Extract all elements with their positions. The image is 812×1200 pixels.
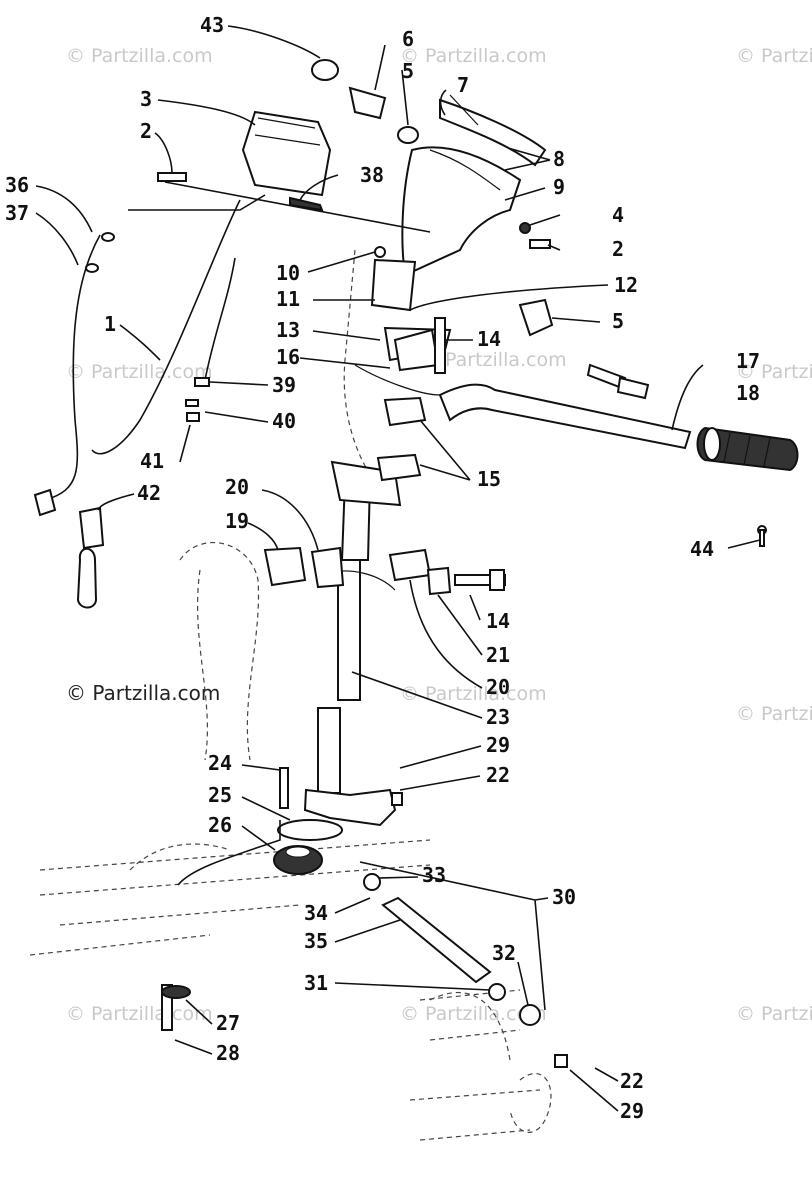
callout-20: 20 [225, 475, 249, 499]
leader-lines [35, 25, 761, 1112]
callout-32: 32 [492, 941, 516, 965]
callout-23: 23 [486, 705, 510, 729]
callout-21: 21 [486, 643, 510, 667]
callout-40: 40 [272, 409, 296, 433]
bolt-14-lower [454, 569, 506, 591]
callout-35: 35 [304, 929, 328, 953]
callout-13: 13 [276, 318, 300, 342]
steering-arm [273, 707, 397, 875]
small-hardware [157, 59, 767, 1068]
watermark-main: © Partzilla.com [66, 681, 220, 705]
callout-29: 29 [486, 733, 510, 757]
watermark: © Partzilla.com [66, 1003, 213, 1025]
watermark: © Partzilla.com [736, 361, 812, 383]
watermark: © Partzilla.com [400, 45, 547, 67]
callout-17: 17 [736, 349, 760, 373]
frame-ghost-outlines [29, 249, 552, 1141]
handlebar-grip [696, 426, 799, 472]
callout-8: 8 [553, 147, 565, 171]
watermark: © Partzilla.com [420, 349, 567, 371]
callout-30: 30 [552, 885, 576, 909]
callout-28: 28 [216, 1041, 240, 1065]
callout-15: 15 [477, 467, 501, 491]
watermark: © Partzilla.com [66, 45, 213, 67]
callout-20: 20 [486, 675, 510, 699]
callout-33: 33 [422, 863, 446, 887]
watermark: © Partzilla.com [736, 703, 812, 725]
callout-12: 12 [614, 273, 638, 297]
watermark: © Partzilla.com [400, 683, 547, 705]
callout-2: 2 [140, 119, 152, 143]
callout-37: 37 [5, 201, 29, 225]
callout-7: 7 [457, 73, 469, 97]
callout-labels: 43 6 5 7 3 2 8 36 38 9 37 4 2 10 12 11 1… [5, 13, 760, 1123]
callout-14: 14 [477, 327, 501, 351]
callout-14: 14 [486, 609, 510, 633]
callout-38: 38 [360, 163, 384, 187]
callout-19: 19 [225, 509, 249, 533]
callout-9: 9 [553, 175, 565, 199]
callout-2: 2 [612, 237, 624, 261]
watermark-layer: © Partzilla.com © Partzilla.com © Partzi… [66, 45, 812, 1025]
watermark: © Partzilla.com [736, 1003, 812, 1025]
callout-6: 6 [402, 27, 414, 51]
watermark: © Partzilla.com [66, 361, 213, 383]
callout-41: 41 [140, 449, 164, 473]
callout-26: 26 [208, 813, 232, 837]
callout-42: 42 [137, 481, 161, 505]
tie-rod [363, 873, 541, 1026]
callout-18: 18 [736, 381, 760, 405]
watermark: © Partzilla.com [736, 45, 812, 67]
callout-22: 22 [486, 763, 510, 787]
callout-16: 16 [276, 345, 300, 369]
cables [33, 199, 241, 609]
handlebar-pad [401, 146, 522, 277]
callout-34: 34 [304, 901, 328, 925]
callout-44: 44 [690, 537, 714, 561]
speedometer [241, 110, 332, 212]
callout-25: 25 [208, 783, 232, 807]
handlebar [354, 364, 692, 450]
callout-29: 29 [620, 1099, 644, 1123]
callout-4: 4 [612, 203, 624, 227]
callout-22: 22 [620, 1069, 644, 1093]
callout-3: 3 [140, 87, 152, 111]
callout-27: 27 [216, 1011, 240, 1035]
callout-36: 36 [5, 173, 29, 197]
callout-43: 43 [200, 13, 224, 37]
callout-5: 5 [402, 59, 414, 83]
watermark: © Partzilla.com [400, 1003, 547, 1025]
callout-10: 10 [276, 261, 300, 285]
callout-1: 1 [104, 312, 116, 336]
callout-5: 5 [612, 309, 624, 333]
vent-strip-8 [439, 94, 547, 167]
callout-31: 31 [304, 971, 328, 995]
callout-11: 11 [276, 287, 300, 311]
callout-39: 39 [272, 373, 296, 397]
callout-24: 24 [208, 751, 232, 775]
